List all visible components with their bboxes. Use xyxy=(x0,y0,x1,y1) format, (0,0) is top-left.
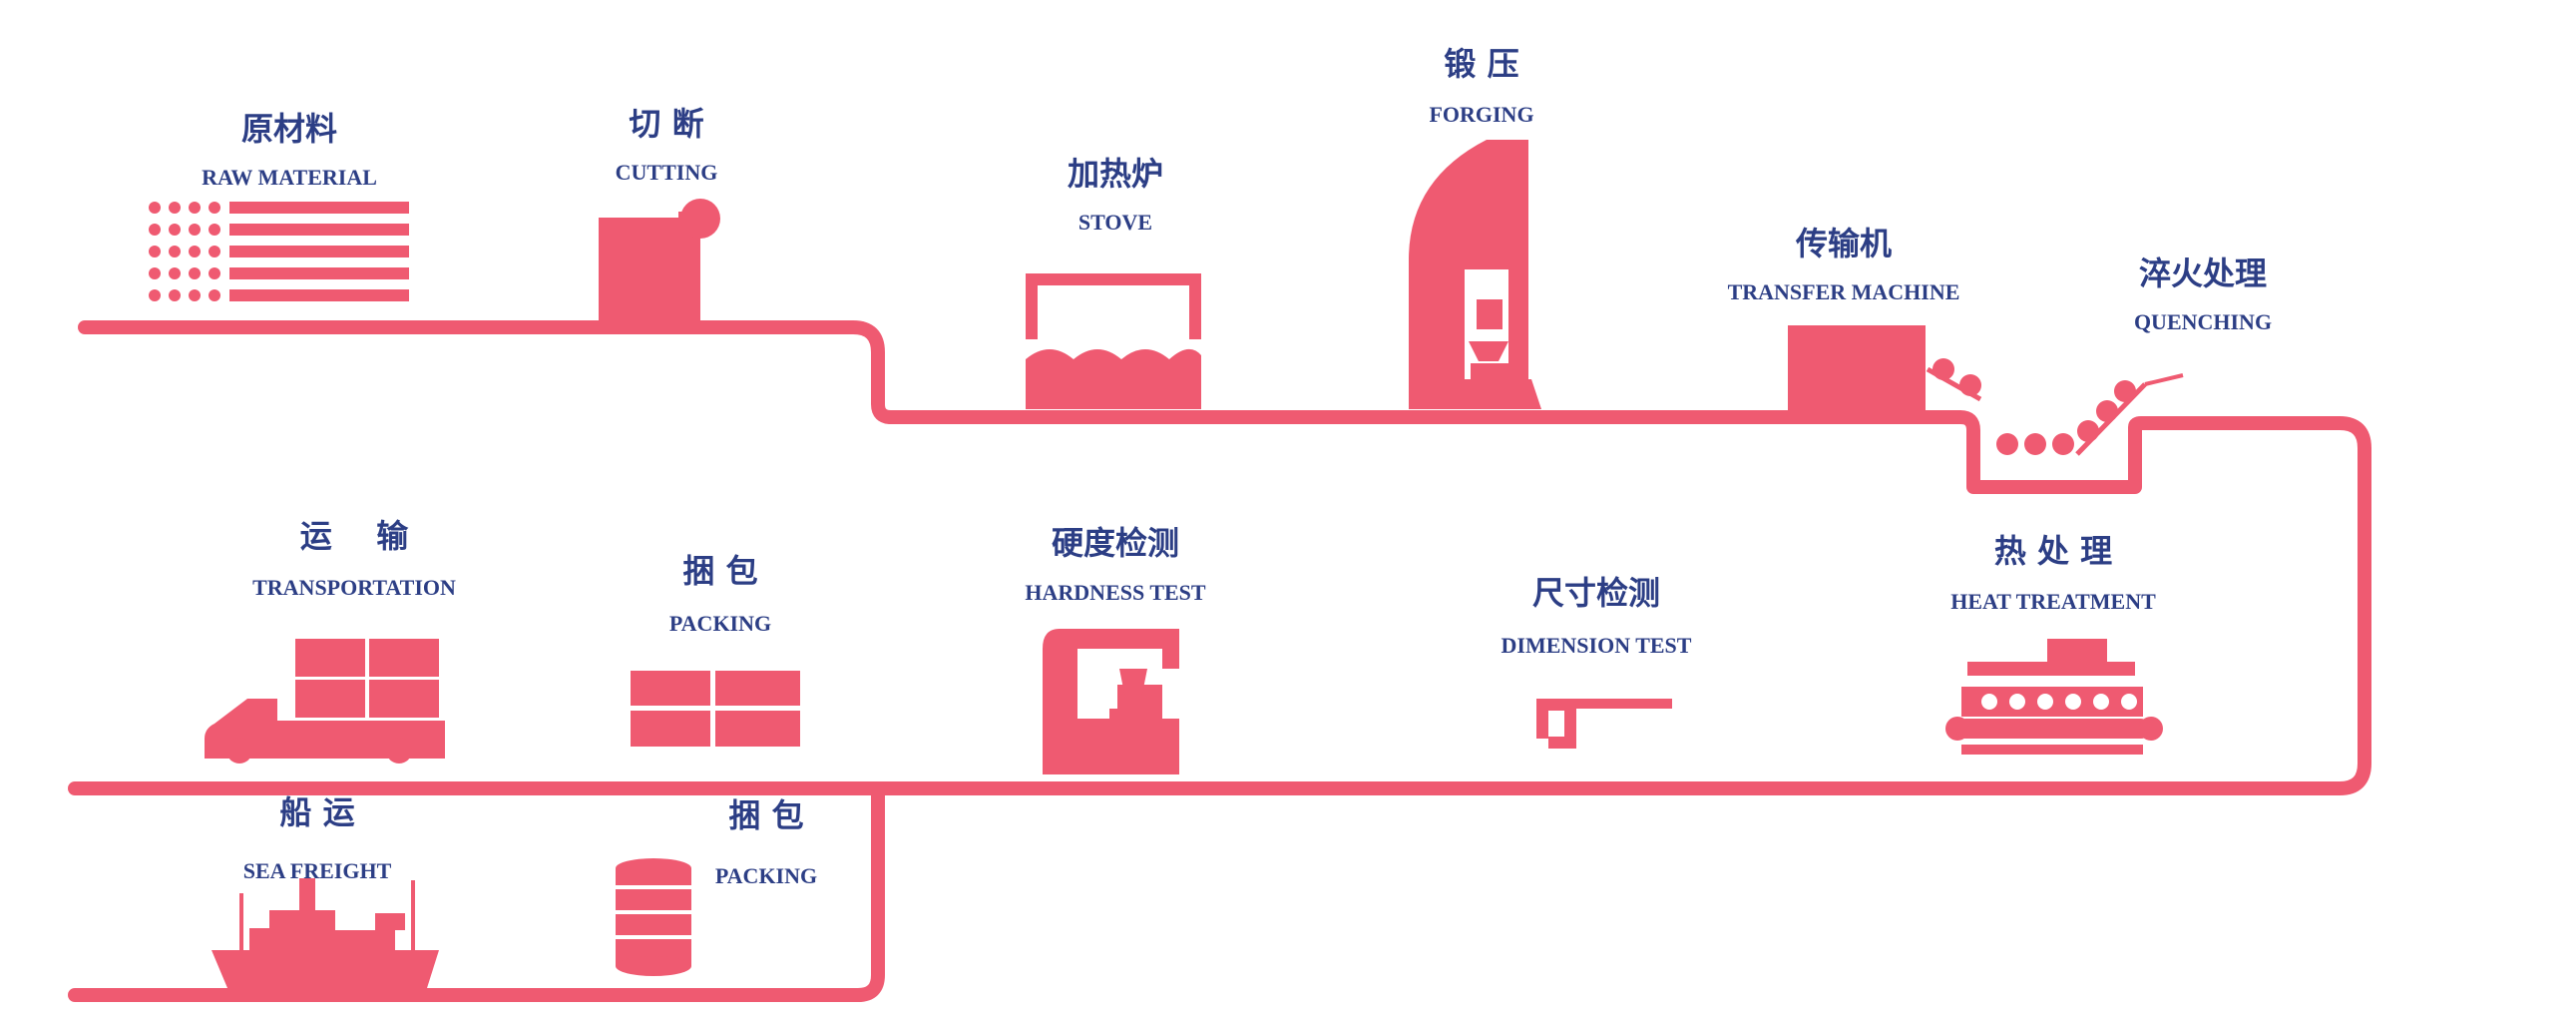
raw-material-icon xyxy=(149,202,409,301)
stove-label-zh: 加热炉 xyxy=(1068,155,1163,193)
hardness-test-label-zh: 硬度检测 xyxy=(1052,524,1179,562)
raw-material-dots xyxy=(149,202,220,301)
transfer-conveyor-rollers xyxy=(1926,358,1982,402)
heat-treatment-rollers xyxy=(1981,694,2137,710)
hardness-tester-icon xyxy=(1043,629,1179,774)
packing-2-label-en: PACKING xyxy=(715,863,817,888)
transportation-label-zh: 运 输 xyxy=(300,517,410,555)
hardness-test-label-en: HARDNESS TEST xyxy=(1025,580,1205,605)
cutting-machine-icon xyxy=(599,199,720,327)
packing-box-icon xyxy=(631,671,800,747)
packing-2-label-zh: 捆 包 xyxy=(728,796,803,834)
transfer-machine-label-zh: 传输机 xyxy=(1795,225,1892,262)
production-line-path xyxy=(68,320,2371,795)
quenching-tank-icon xyxy=(1996,373,2184,456)
stove-icon xyxy=(1026,273,1201,409)
stove-label-en: STOVE xyxy=(1078,210,1152,235)
transportation-label-en: TRANSPORTATION xyxy=(252,575,456,600)
cutting-label-en: CUTTING xyxy=(616,160,718,185)
coil-stack-icon xyxy=(616,858,691,976)
transfer-machine-icon xyxy=(1788,325,1926,411)
raw-material-label-zh: 原材料 xyxy=(241,110,337,148)
sea-freight-label-en: SEA FREIGHT xyxy=(243,858,392,883)
raw-material-label-en: RAW MATERIAL xyxy=(202,165,377,190)
transfer-machine-label-en: TRANSFER MACHINE xyxy=(1728,279,1960,304)
quenching-label-zh: 淬火处理 xyxy=(2139,255,2267,292)
truck-icon xyxy=(205,639,445,764)
forging-label-en: FORGING xyxy=(1429,102,1533,127)
heat-treatment-furnace-icon xyxy=(1945,639,2163,755)
shipping-line-path xyxy=(68,781,885,1002)
sea-freight-label-zh: 船 运 xyxy=(279,793,354,831)
forging-label-zh: 锻 压 xyxy=(1444,45,1518,83)
heat-treatment-label-en: HEAT TREATMENT xyxy=(1950,589,2156,614)
dimension-test-caliper-icon xyxy=(1536,699,1672,749)
raw-material-bars xyxy=(229,202,409,301)
quenching-label-en: QUENCHING xyxy=(2134,309,2272,334)
cargo-ship-icon xyxy=(212,878,439,988)
packing-label-zh: 捆 包 xyxy=(682,552,757,590)
dimension-test-label-en: DIMENSION TEST xyxy=(1502,633,1692,658)
heat-treatment-label-zh: 热 处 理 xyxy=(1994,532,2112,570)
forging-press-icon xyxy=(1409,140,1541,409)
dimension-test-label-zh: 尺寸检测 xyxy=(1532,574,1660,612)
packing-label-en: PACKING xyxy=(669,611,771,636)
cutting-label-zh: 切 断 xyxy=(629,105,703,143)
